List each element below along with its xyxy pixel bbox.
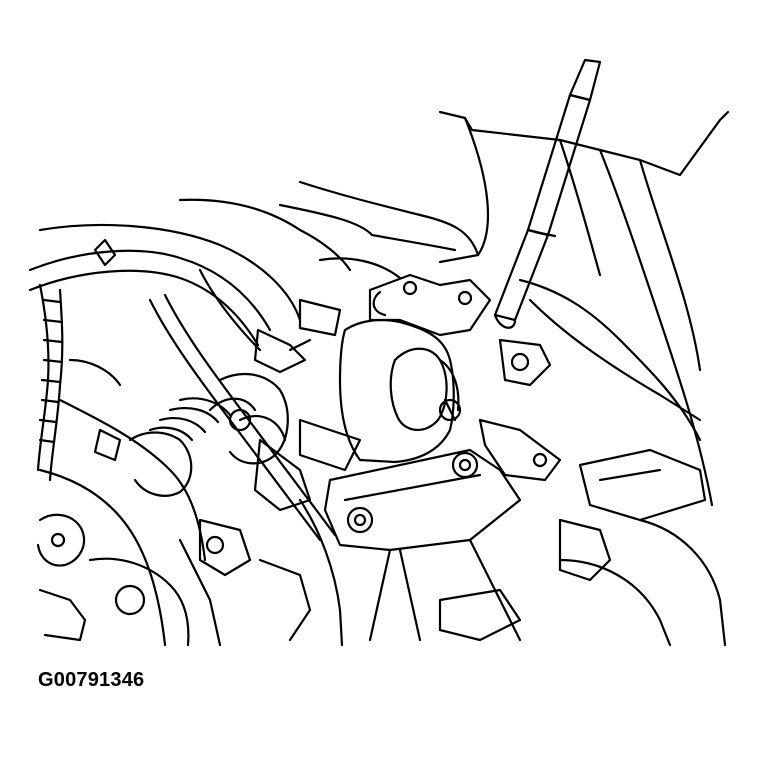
wire-harness xyxy=(28,223,337,542)
component-details xyxy=(68,257,612,642)
figure-id-label: G00791346 xyxy=(38,669,145,691)
engine-mount xyxy=(338,273,492,464)
engine-mount-illustration xyxy=(28,58,730,647)
pry-bar xyxy=(493,58,602,329)
transmission-housing xyxy=(36,373,344,647)
body-panel xyxy=(178,110,730,507)
side-bracket xyxy=(498,278,727,647)
